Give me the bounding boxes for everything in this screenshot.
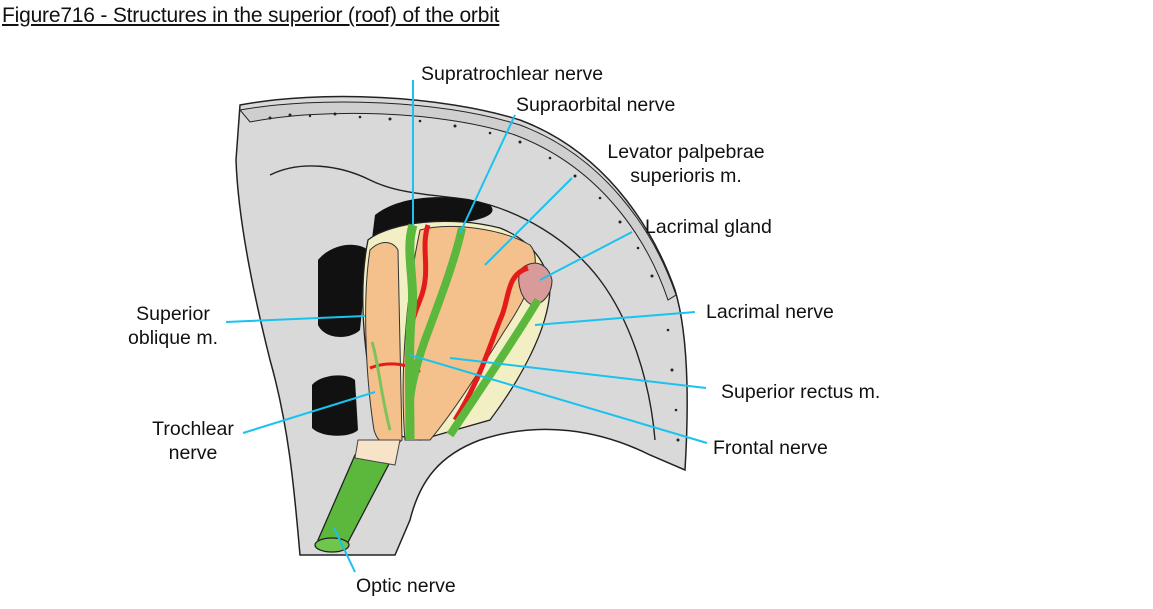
label-supraorbital-nerve: Supraorbital nerve xyxy=(516,94,676,116)
figure-title: Figure716 - Structures in the superior (… xyxy=(2,4,500,27)
leader-trochlear xyxy=(242,391,376,434)
label-superior-rectus: Superior rectus m. xyxy=(721,381,881,403)
leader-lacrimal-nerve xyxy=(534,311,696,326)
label-trochlear-nerve: Trochlear nerve xyxy=(138,417,248,465)
leader-lines xyxy=(225,80,708,573)
label-superior-oblique-line1: Superior xyxy=(136,303,210,325)
leader-supraorbital xyxy=(459,114,516,234)
label-superior-oblique: Superior oblique m. xyxy=(118,302,228,350)
leader-levator xyxy=(484,177,573,266)
label-frontal-nerve: Frontal nerve xyxy=(713,437,828,459)
lacrimal-artery xyxy=(452,265,529,422)
lacrimal-nerve-shape xyxy=(446,297,542,438)
lacrimal-gland-shape xyxy=(518,262,553,306)
label-trochlear-line2: nerve xyxy=(168,442,218,464)
supraorbital-nerve-shape xyxy=(406,227,466,401)
label-lacrimal-nerve: Lacrimal nerve xyxy=(706,301,834,323)
leader-superior-oblique xyxy=(225,315,366,323)
label-levator-line1: Levator palpebrae xyxy=(607,141,765,163)
leader-frontal-nerve xyxy=(409,354,708,444)
leader-optic xyxy=(333,527,356,573)
label-lacrimal-gland: Lacrimal gland xyxy=(645,216,772,238)
label-superior-oblique-line2: oblique m. xyxy=(128,327,218,349)
label-optic-nerve: Optic nerve xyxy=(356,575,456,597)
annulus-tendon xyxy=(354,439,401,466)
bone-cortex xyxy=(239,101,677,301)
ethmoid-sinus-lower xyxy=(312,375,358,436)
leader-lacrimal-gland xyxy=(539,231,633,281)
label-supratrochlear-nerve: Supratrochlear nerve xyxy=(421,63,604,85)
label-trochlear-line1: Trochlear xyxy=(152,418,234,440)
leader-superior-rectus xyxy=(449,357,707,389)
levator-superior-rectus-shape xyxy=(402,226,536,441)
superior-oblique-muscle-shape xyxy=(365,242,403,446)
trochlear-nerve-shape xyxy=(370,341,392,431)
ethmoid-sinus-mid xyxy=(318,244,368,337)
label-levator-line2: superioris m. xyxy=(630,165,742,187)
bone-dots xyxy=(268,112,680,442)
supratrochlear-nerve-shape xyxy=(405,223,418,441)
label-levator-palpebrae: Levator palpebrae superioris m. xyxy=(586,140,786,188)
